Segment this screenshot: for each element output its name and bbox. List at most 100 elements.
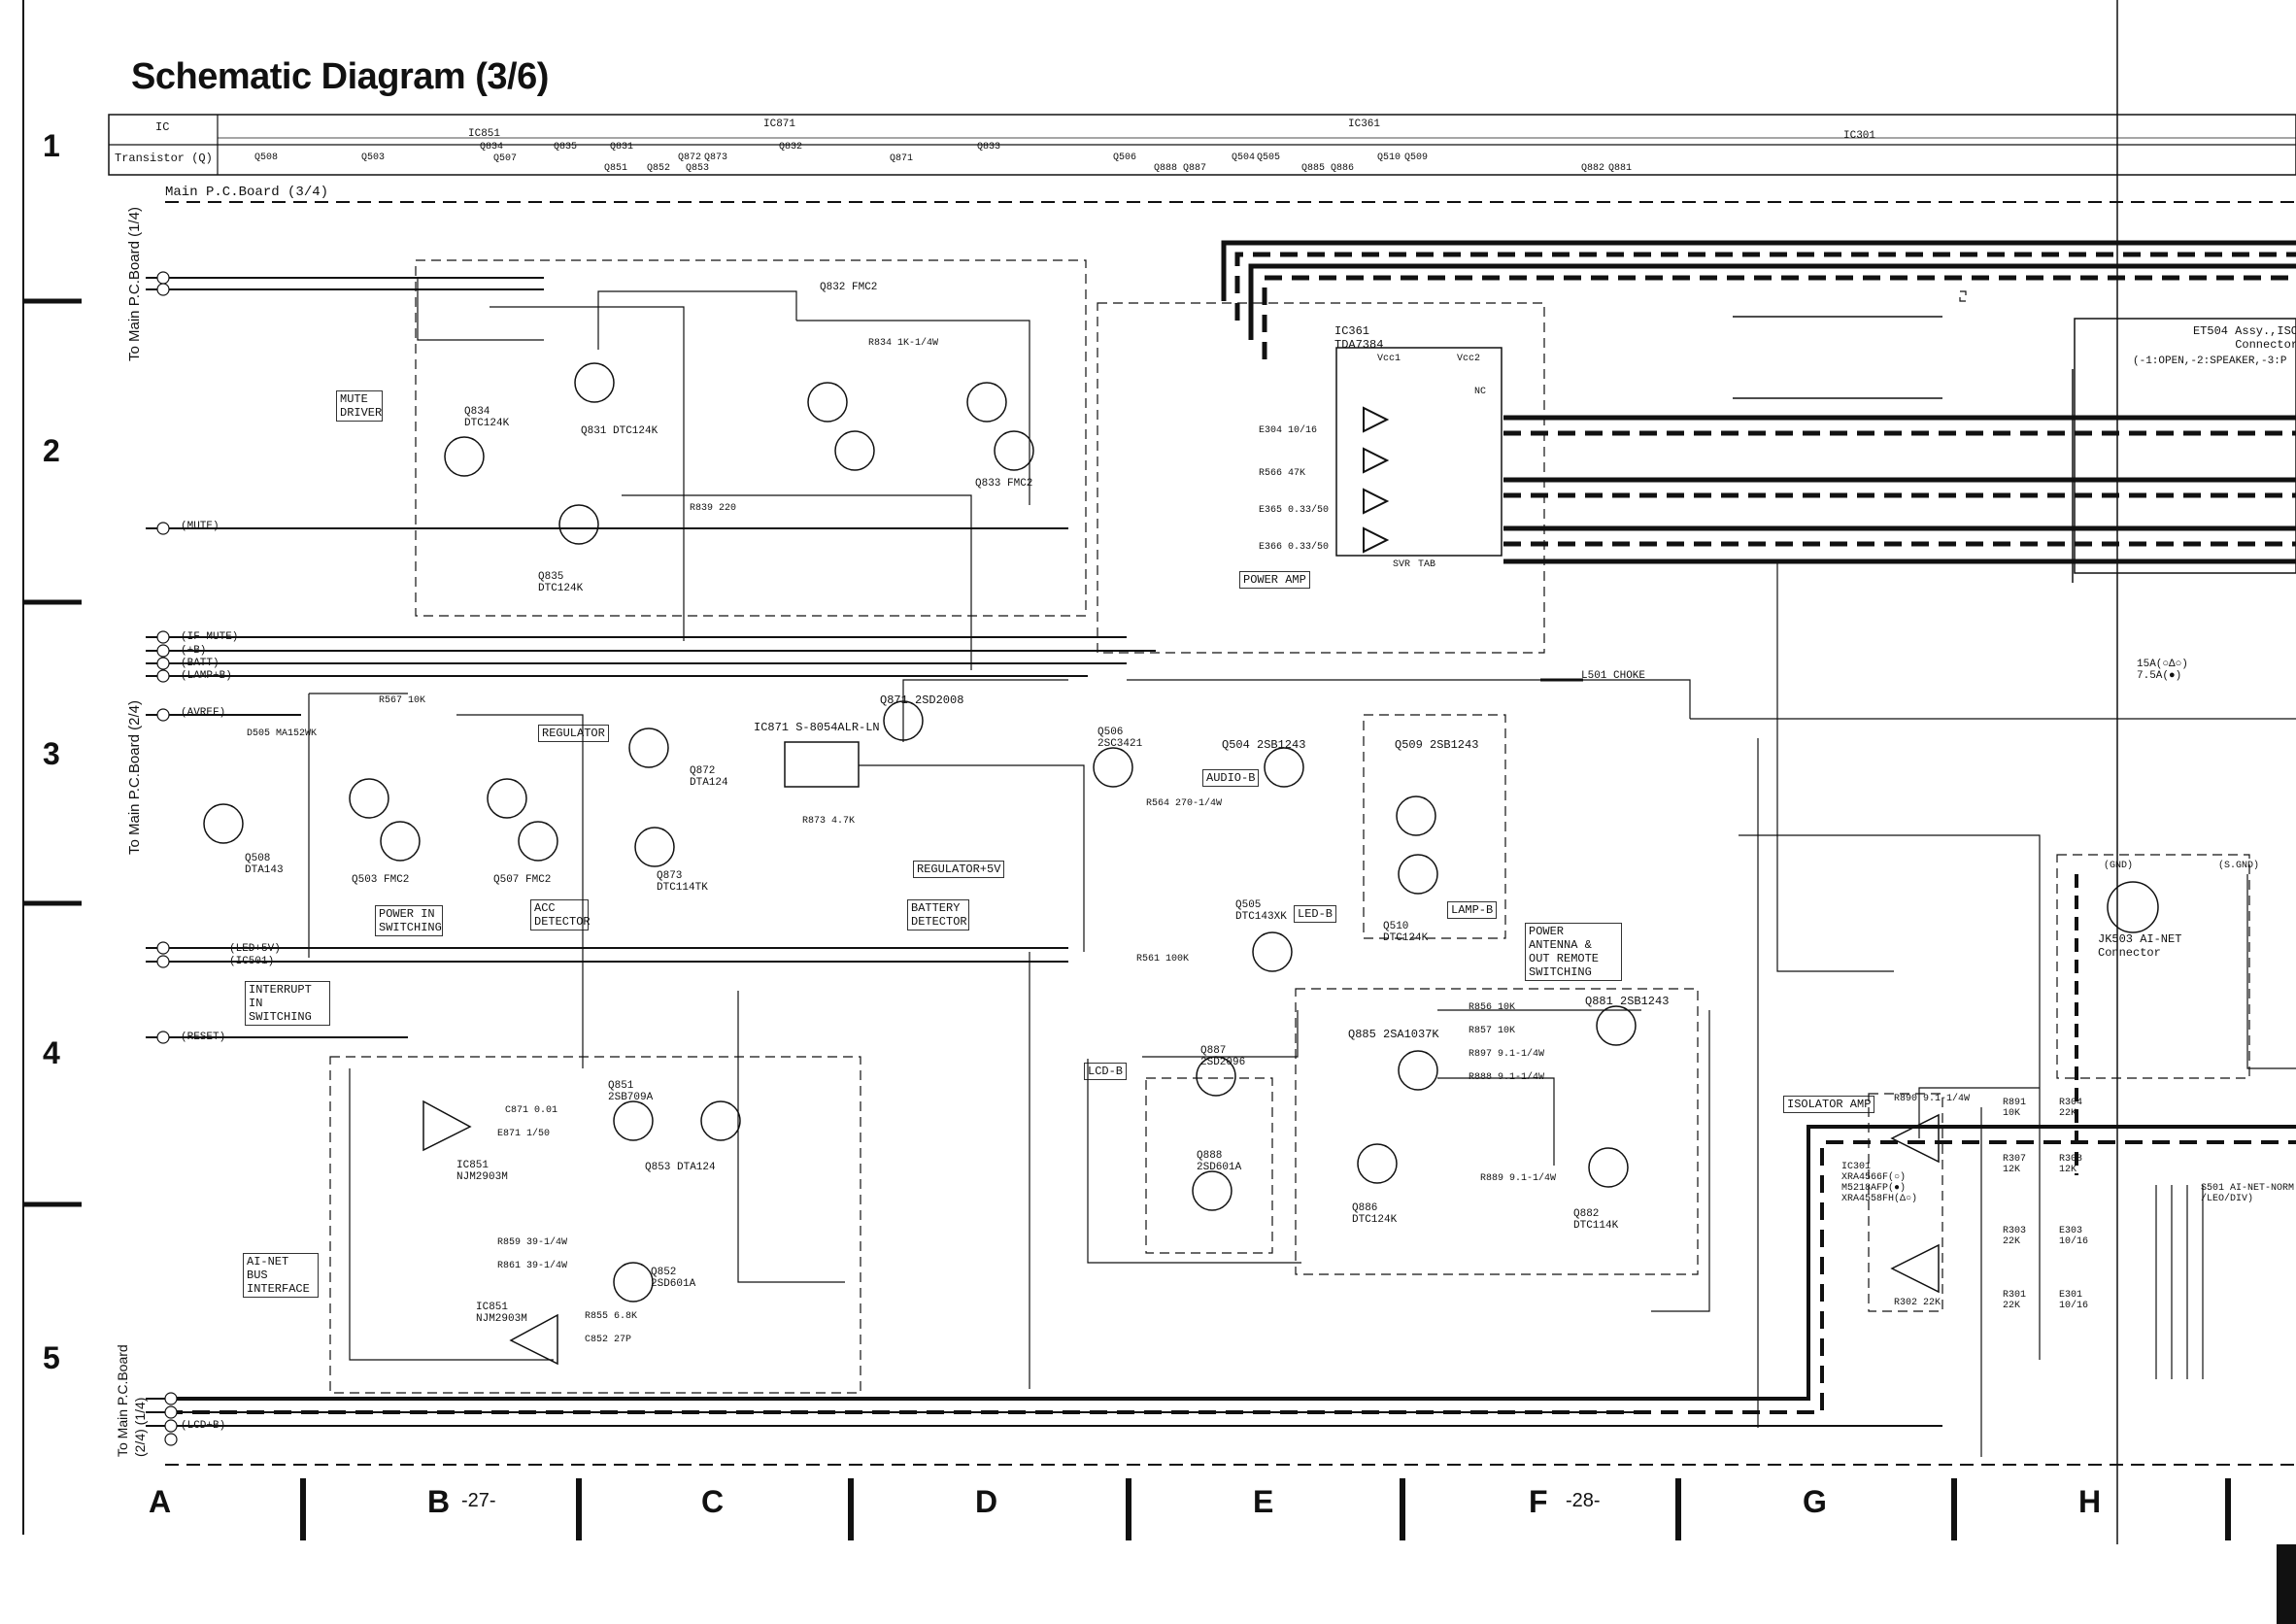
header-q507: Q507 [493, 153, 518, 164]
pin-sgnd: (S.GND) [2218, 861, 2260, 871]
conn-5 [156, 271, 170, 285]
ic871-label: IC871 S-8054ALR-LN [754, 721, 880, 734]
header-q887: Q887 [1183, 163, 1207, 174]
et504-sub-label: (-1:OPEN,-2:SPEAKER,-3:P [2133, 355, 2287, 367]
header-q872: Q872 [678, 152, 702, 163]
q507b-symbol [518, 821, 558, 862]
amp-triangle-3 [1363, 488, 1390, 515]
header-q881: Q881 [1608, 163, 1633, 174]
column-letter-e: E [1253, 1484, 1274, 1519]
part-r839: R839 220 [690, 503, 737, 514]
signal-lamp-b: (LAMP+B) [181, 670, 232, 682]
header-q504: Q504 [1232, 152, 1256, 163]
header-q834: Q834 [480, 142, 504, 152]
q888-label: Q888 2SD601A [1197, 1150, 1242, 1173]
row-number-1: 1 [43, 128, 60, 163]
jk503-symbol [2107, 881, 2159, 933]
audio-b-label: AUDIO-B [1202, 769, 1260, 787]
lamp-b-label: LAMP-B [1447, 901, 1498, 919]
part-r302: R303 22K [2003, 1226, 2027, 1247]
signal-mute: (MUTE) [181, 521, 219, 532]
q831-label: Q831 DTC124K [581, 425, 658, 437]
q510-label: Q510 DTC124K [1383, 921, 1429, 944]
isolator-amp-label: ISOLATOR AMP [1783, 1096, 1875, 1113]
trace-26 [737, 991, 845, 1283]
part-e366: R566 47K [1259, 468, 1306, 479]
row-number-4: 4 [43, 1035, 60, 1070]
q871-label: Q871 2SD2008 [880, 694, 964, 707]
header-ic-label: IC [155, 120, 170, 134]
header-q851: Q851 [604, 163, 628, 174]
header-q835: Q835 [554, 142, 578, 152]
part-r834: R834 1K-1/4W [868, 338, 939, 349]
part-r897: R856 10K [1469, 1002, 1516, 1013]
conn-o [164, 1419, 178, 1433]
part-r855: R859 39-1/4W [497, 1237, 568, 1248]
part-r888: R857 10K [1469, 1026, 1516, 1036]
power-antenna-label: POWER ANTENNA & OUT REMOTE SWITCHING [1525, 923, 1622, 981]
ic851a-opamp [422, 1100, 472, 1152]
ai-net-connector-frame [2056, 854, 2250, 1079]
speaker-bus-1 [1221, 240, 2296, 301]
q873-label: Q873 DTC114TK [657, 870, 708, 894]
q833b-symbol [994, 430, 1034, 471]
conn-e [156, 657, 170, 670]
q885-symbol [1398, 1050, 1438, 1091]
pin-svr: SVR [1393, 559, 1411, 570]
power-in-switching-label: POWER IN SWITCHING [375, 905, 443, 936]
page-number-right: -28- [1566, 1490, 1601, 1511]
conn-l [156, 1031, 170, 1044]
part-c851: E871 1/50 [497, 1129, 551, 1139]
part-r304: R301 22K [2003, 1290, 2027, 1311]
conn-d [156, 644, 170, 658]
q509-symbol [1396, 795, 1436, 836]
q834-label: Q834 DTC124K [464, 406, 510, 429]
column-letter-a: A [149, 1484, 172, 1519]
q505-label: Q505 DTC143XK [1235, 899, 1287, 923]
conn-p [164, 1433, 178, 1446]
column-letter-f: F [1529, 1484, 1548, 1519]
part-r873: R873 4.7K [802, 816, 856, 827]
part-e365: E304 10/16 [1259, 425, 1318, 436]
part-c852: R861 39-1/4W [497, 1261, 568, 1271]
q510-symbol [1398, 854, 1438, 895]
column-letter-d: D [975, 1484, 998, 1519]
header-q871: Q871 [890, 153, 914, 164]
header-q873: Q873 [704, 152, 728, 163]
q882-label: Q882 DTC114K [1573, 1208, 1619, 1232]
header-q882: Q882 [1581, 163, 1605, 174]
conn-g [156, 708, 170, 722]
header-q886: Q886 [1331, 163, 1355, 174]
header-q503: Q503 [361, 152, 386, 163]
conn-6 [156, 283, 170, 296]
mute-block-frame [415, 259, 1087, 617]
amp-triangle-4 [1363, 526, 1390, 554]
q886-label: Q886 DTC124K [1352, 1202, 1398, 1226]
pin-tab: TAB [1418, 559, 1436, 570]
page-number-left: -27- [461, 1490, 496, 1511]
trace-05 [622, 494, 972, 670]
trace-14 [1651, 1010, 1710, 1312]
signal-led-5v: (LED+5V) [229, 943, 281, 955]
part-e368: E365 0.33/50 [1259, 505, 1330, 516]
part-r307: R890 9.1-1/4W [1894, 1094, 1971, 1104]
part-r854: C871 0.01 [505, 1105, 558, 1116]
q505-symbol [1252, 931, 1293, 972]
q504-label: Q504 2SB1243 [1222, 738, 1306, 752]
q871-symbol [883, 700, 924, 741]
part-e304: E301 10/16 [2059, 1290, 2089, 1311]
header-transistor-label: Transistor (Q) [115, 152, 213, 165]
header-ic-851: IC851 [468, 128, 501, 140]
ic851a-label: IC851 NJM2903M [456, 1160, 508, 1183]
header-ic-871: IC871 [763, 118, 796, 130]
q852-symbol [613, 1262, 654, 1303]
part-r308: R302 22K [1894, 1298, 1941, 1308]
q885-label: Q885 2SA1037K [1348, 1028, 1439, 1041]
ic871-body [784, 741, 860, 788]
part-r561: R561 100K [1136, 954, 1190, 964]
ic361-label: IC361 TDA7384 [1334, 324, 1384, 352]
pin-nc: NC [1474, 387, 1487, 397]
pin-vcc1: Vcc1 [1377, 354, 1401, 364]
to-main-board-bottom-2: (2/4) (1/4) [132, 1397, 148, 1457]
column-letter-b: B [427, 1484, 451, 1519]
